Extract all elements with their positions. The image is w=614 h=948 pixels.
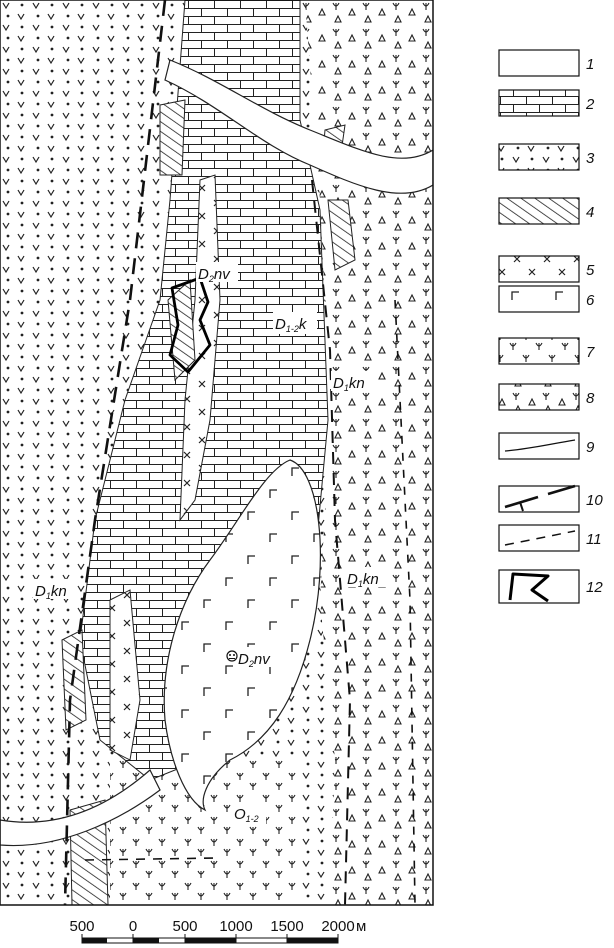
legend-number: 11 (586, 531, 602, 548)
scale-label: 500 (172, 918, 197, 935)
unit-cross-lens (109, 589, 141, 761)
map-area (0, 0, 433, 905)
deposit-symbol (226, 650, 238, 662)
label-d2nv-top: D2nv (198, 266, 231, 284)
legend-item-8: 8 (498, 383, 595, 411)
legend-number: 1 (586, 56, 594, 73)
label-d1kn-right-upper: D1kn (333, 375, 365, 393)
scale-label: 1500 (270, 918, 303, 935)
legend-number: 2 (585, 96, 595, 113)
legend-number: 4 (586, 204, 594, 221)
legend-number: 3 (586, 150, 595, 167)
scale-label: 2000 (321, 918, 354, 935)
scale-bar: 500 0 500 1000 1500 2000 м (69, 918, 366, 944)
unit-hatched (327, 199, 356, 271)
label-d2nv-center: D2nv (238, 651, 271, 669)
label-d1kn-left: D1kn (35, 583, 67, 601)
unit-basalt-body (163, 459, 321, 812)
scale-label: 500 (69, 918, 94, 935)
deposit-outline (168, 276, 212, 374)
legend-number: 6 (586, 292, 595, 309)
legend-item-11: 11 (498, 524, 602, 552)
label-o12: O1-2 (234, 806, 259, 824)
legend-item-7: 7 (498, 337, 595, 365)
legend-item-12: 12 (498, 569, 603, 604)
map-labels: D2nv D1-2k D1kn D1kn D1kn D2nv O1-2 (33, 262, 387, 824)
label-d1kn-right-lower: D1kn (347, 571, 379, 589)
legend-item-10: 10 (498, 484, 603, 513)
map-frame (0, 0, 434, 906)
legend-item-5: 5 (498, 255, 595, 283)
scale-unit: м (356, 918, 366, 935)
scale-label: 1000 (219, 918, 252, 935)
unit-quaternary-bottom (0, 769, 161, 847)
legend-number: 9 (586, 439, 595, 456)
legend-number: 5 (586, 262, 595, 279)
legend-item-3: 3 (498, 143, 595, 171)
legend: 1 2 3 4 5 6 7 8 (498, 49, 603, 604)
legend-item-9: 9 (498, 432, 595, 460)
legend-item-6: 6 (498, 285, 595, 313)
scale-label: 0 (129, 918, 137, 935)
legend-number: 12 (586, 579, 603, 596)
legend-number: 10 (586, 492, 603, 509)
legend-item-2: 2 (498, 89, 595, 117)
unit-psi-lower (110, 760, 300, 905)
legend-number: 7 (586, 344, 595, 361)
label-d12k: D1-2k (275, 316, 308, 334)
unit-hatched (159, 99, 186, 176)
faults (63, 0, 416, 905)
legend-item-4: 4 (498, 197, 594, 225)
legend-item-1: 1 (498, 49, 594, 77)
legend-number: 8 (586, 390, 595, 407)
